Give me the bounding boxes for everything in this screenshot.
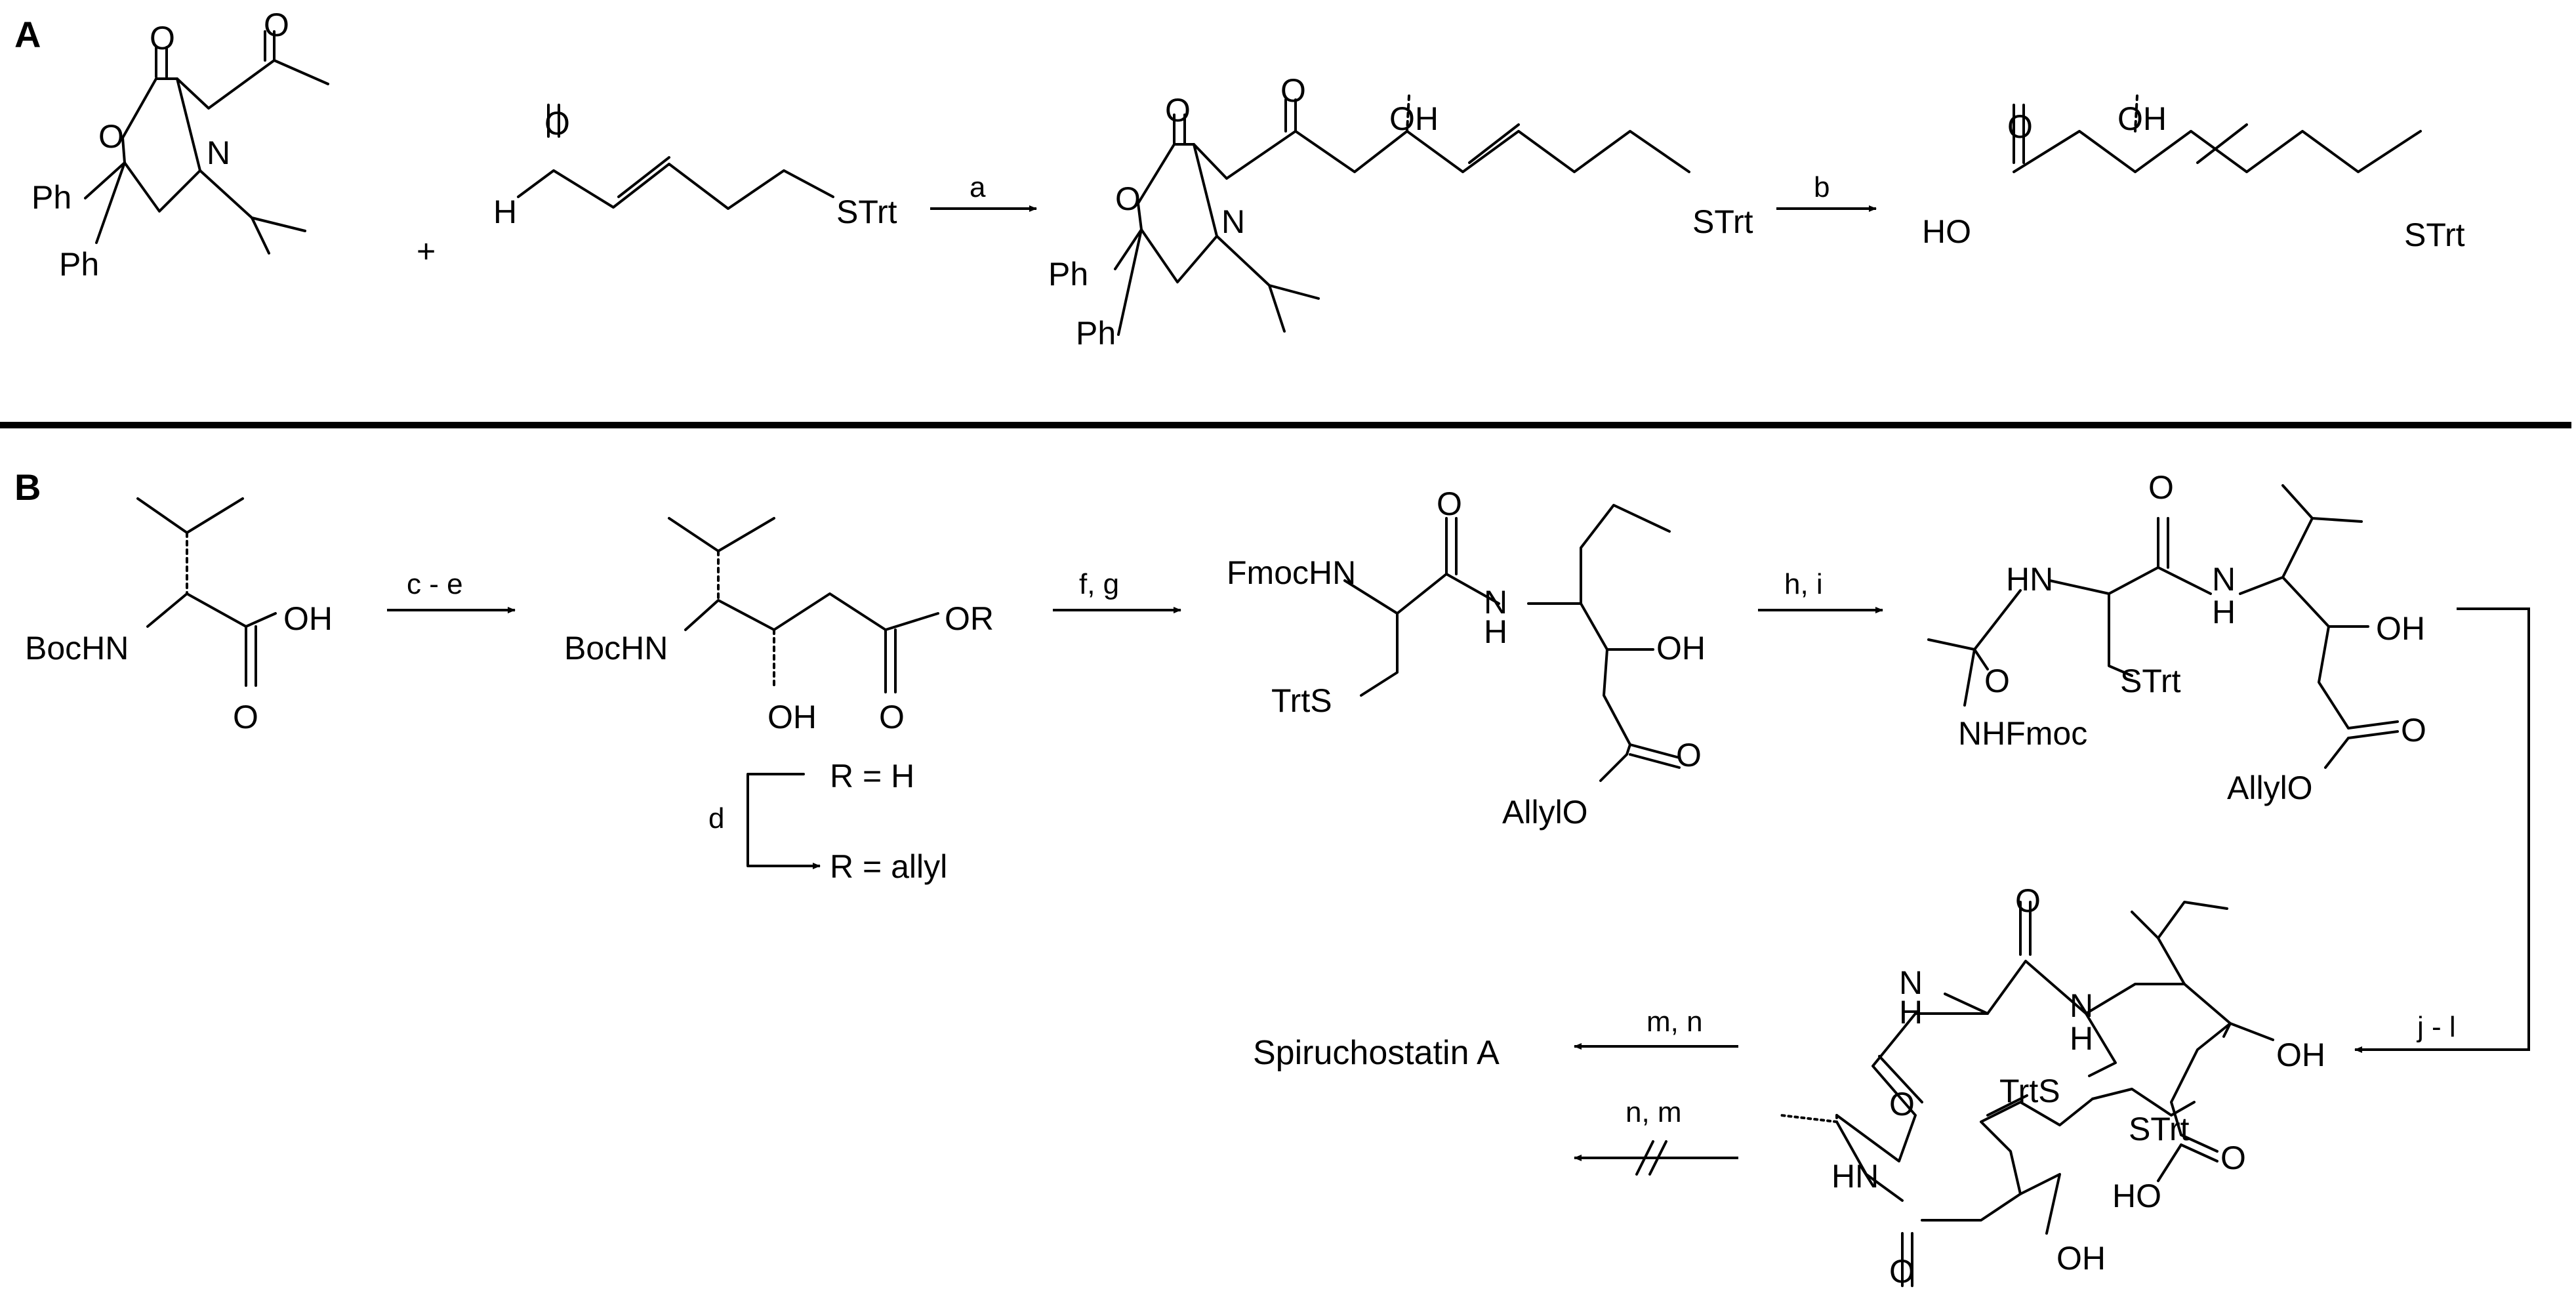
tripeptide: HN O N H OH O STrt NHFmoc O AllylO bbox=[1927, 469, 2426, 806]
macro-trts: TrtS bbox=[1999, 1073, 2060, 1109]
macro-h2: H bbox=[2070, 1020, 2093, 1057]
macro-acid-ho: HO bbox=[2112, 1178, 2161, 1214]
statine-derivative: BocHN OR OH O bbox=[564, 517, 994, 735]
step-h-i-label: h, i bbox=[1784, 568, 1823, 600]
panel-label-a: A bbox=[14, 14, 41, 55]
aldehyde: O H STrt bbox=[493, 104, 897, 230]
acid-strt: STrt bbox=[2404, 216, 2465, 253]
dipeptide-n: N bbox=[1484, 584, 1507, 621]
step-b-label: b bbox=[1814, 171, 1830, 203]
step-m-n-label: m, n bbox=[1646, 1006, 1703, 1038]
step-c-e-label: c - e bbox=[407, 568, 463, 600]
valine-bochn: BocHN bbox=[25, 630, 129, 667]
acid-ho: HO bbox=[1922, 213, 1971, 250]
valine-oh: OH bbox=[283, 600, 333, 637]
cys-dipeptide: FmocHN O N H OH TrtS O AllylO bbox=[1227, 485, 1706, 831]
statine-oh: OH bbox=[767, 699, 817, 735]
step-f-g-label: f, g bbox=[1079, 568, 1119, 600]
macro-oh2: OH bbox=[2056, 1240, 2106, 1277]
oxaz-ring-o: O bbox=[98, 118, 124, 155]
adduct-ring-o: O bbox=[1115, 180, 1141, 217]
plus-sign: + bbox=[417, 233, 436, 270]
tripeptide-strt: STrt bbox=[2120, 663, 2181, 699]
aldehyde-o: O bbox=[544, 105, 570, 142]
step-d-label: d bbox=[708, 802, 724, 834]
tripeptide-amide-o: O bbox=[2148, 469, 2174, 506]
dipeptide-trts: TrtS bbox=[1271, 682, 1332, 719]
valine-carbonyl-o: O bbox=[233, 699, 258, 735]
tripeptide-hn: HN bbox=[2006, 561, 2053, 598]
macro-amide-o1: O bbox=[2015, 882, 2041, 919]
statine-or: OR bbox=[945, 600, 994, 637]
tripeptide-oh: OH bbox=[2376, 610, 2425, 647]
tripeptide-h: H bbox=[2212, 594, 2236, 630]
acetyl-o: O bbox=[264, 7, 289, 43]
adduct-carbonyl-o2: O bbox=[1280, 72, 1306, 109]
tripeptide-nhfmoc: NHFmoc bbox=[1958, 715, 2087, 752]
tripeptide-n: N bbox=[2212, 561, 2236, 598]
adduct-strt: STrt bbox=[1692, 203, 1753, 240]
dipeptide-amide-o: O bbox=[1437, 485, 1462, 522]
r-equals-allyl: R = allyl bbox=[830, 848, 947, 885]
macro-strt: STrt bbox=[2129, 1111, 2190, 1147]
macro-carbonyl-o2: O bbox=[1889, 1086, 1915, 1122]
panel-label-b: B bbox=[14, 466, 41, 508]
tripeptide-carbonyl-o: O bbox=[1984, 663, 2010, 699]
macro-h1: H bbox=[1899, 994, 1923, 1031]
adduct-n: N bbox=[1221, 203, 1245, 240]
step-n-m-label: n, m bbox=[1625, 1096, 1682, 1128]
step-a-label: a bbox=[970, 171, 986, 203]
macro-hn: HN bbox=[1831, 1158, 1879, 1195]
hydroxy-acid: O OH HO STrt bbox=[1922, 94, 2465, 253]
step-j-l-label: j - l bbox=[2416, 1011, 2456, 1043]
acid-oh: OH bbox=[2117, 100, 2167, 137]
arrow-j-l-path bbox=[2361, 607, 2530, 1051]
macro-acid-o: O bbox=[2220, 1140, 2246, 1176]
r-equals-h: R = H bbox=[830, 758, 914, 794]
adduct-carbonyl-o1: O bbox=[1165, 92, 1191, 129]
oxaz-n: N bbox=[207, 134, 230, 171]
dipeptide-h: H bbox=[1484, 613, 1507, 650]
statine-bochn: BocHN bbox=[564, 630, 668, 667]
macro-oh: OH bbox=[2276, 1037, 2325, 1073]
adduct-oh: OH bbox=[1389, 100, 1439, 137]
phenyl-1: Ph bbox=[31, 179, 72, 216]
acid-carbonyl-o: O bbox=[2007, 108, 2033, 145]
oxazolidinone-start: O O O N Ph Ph bbox=[31, 7, 329, 283]
aldehyde-h: H bbox=[493, 194, 517, 230]
aldehyde-strt: STrt bbox=[836, 194, 897, 230]
macro-n1: N bbox=[1899, 964, 1923, 1001]
tripeptide-allylo: AllylO bbox=[2227, 770, 2313, 806]
phenyl-2: Ph bbox=[59, 246, 99, 283]
tripeptide-ester-o: O bbox=[2401, 712, 2426, 749]
macro-carbonyl-o4: O bbox=[1889, 1253, 1915, 1290]
dipeptide-ester-o: O bbox=[1676, 737, 1702, 773]
oxaz-carbonyl-o: O bbox=[150, 20, 175, 56]
dipeptide-allylo: AllylO bbox=[1502, 794, 1588, 831]
dipeptide-fmochn: FmocHN bbox=[1227, 554, 1356, 591]
adduct-phenyl-2: Ph bbox=[1076, 315, 1116, 352]
arrow-strikethrough bbox=[1635, 1140, 1667, 1176]
adduct-phenyl-1: Ph bbox=[1048, 256, 1088, 293]
macrocycle: O H N N H OH O TrtS STrt O HO HN O OH bbox=[1780, 882, 2325, 1290]
step-d-bracket: d R = H R = allyl bbox=[708, 758, 947, 885]
aldol-adduct: O O O N OH Ph Ph STrt bbox=[1048, 72, 1753, 352]
dipeptide-oh: OH bbox=[1656, 630, 1706, 667]
boc-valine: BocHN OH O bbox=[25, 497, 333, 735]
macro-n2: N bbox=[2070, 987, 2093, 1024]
statine-carbonyl-o: O bbox=[879, 699, 905, 735]
product-spiruchostatin-a: Spiruchostatin A bbox=[1253, 1034, 1500, 1072]
